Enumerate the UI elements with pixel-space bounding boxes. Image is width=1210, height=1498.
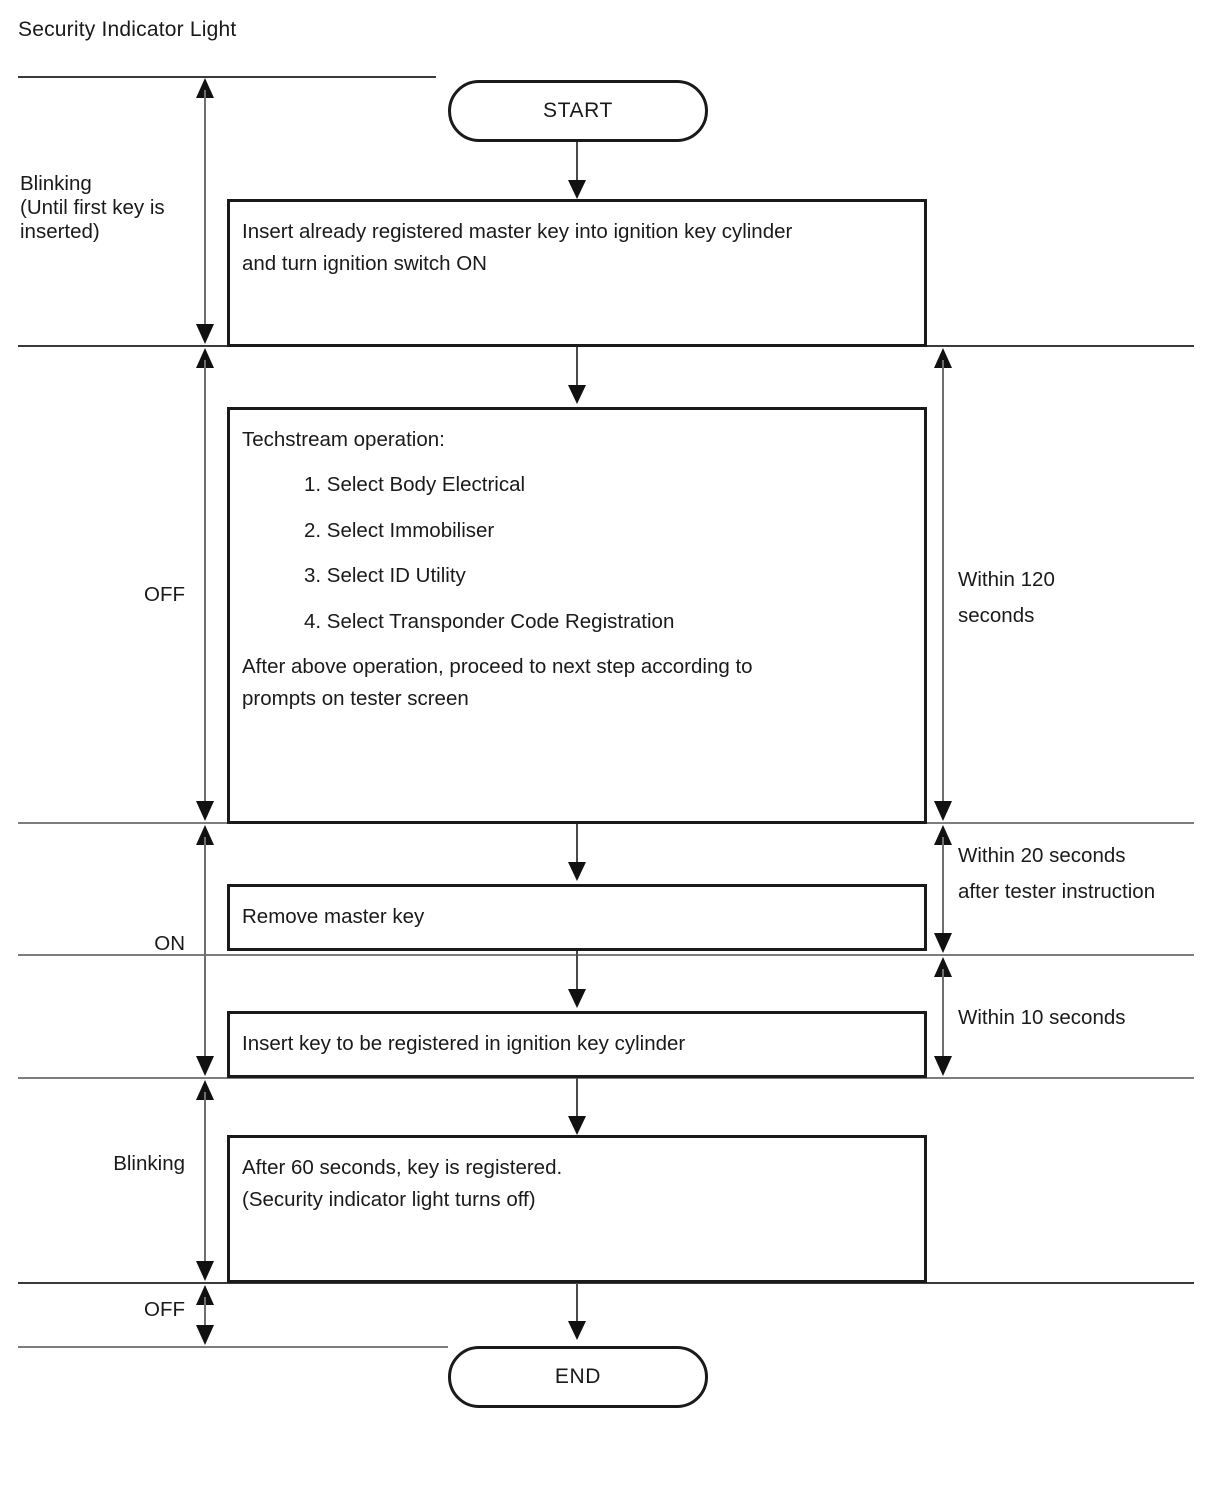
step-box-techstream-operation: Techstream operation: 1. Select Body Ele… [227,407,927,824]
connector-arrowhead-step3-to-step4 [568,989,586,1008]
spacer [242,593,910,606]
step-box-line2: (Security indicator light turns off) [242,1188,536,1212]
indicator-state-label-off-2: OFF [80,1298,185,1322]
connector-arrowhead-start-to-step1 [568,180,586,199]
step-box-line1: Remove master key [242,905,425,928]
timing-span-line-3 [942,969,944,1059]
connector-step5-to-end [576,1283,578,1325]
state-span-line-5 [204,1297,206,1329]
connector-step2-to-step3 [576,824,578,866]
indicator-state-label-blinking-2: Blinking [40,1152,185,1176]
page-title: Security Indicator Light [18,18,237,41]
connector-start-to-step1 [576,142,578,184]
state-span-line-4 [204,1092,206,1264]
timing-span-line-2 [942,837,944,936]
state-span-line-3 [204,837,206,1059]
state-divider-1 [18,76,436,78]
step-box-key-registered: After 60 seconds, key is registered. (Se… [227,1135,927,1283]
connector-step4-to-step5 [576,1078,578,1120]
indicator-state-label-line1: OFF [144,1298,185,1321]
timing-label-line1: Within 20 seconds [958,844,1126,867]
techstream-item-3: 3. Select ID Utility [304,564,466,588]
timing-span-arrow-up-3 [934,957,952,977]
timing-label-within-20-seconds: Within 20 seconds after tester instructi… [958,838,1155,910]
state-span-arrow-down-5 [196,1325,214,1345]
spacer [242,502,910,515]
connector-step1-to-step2 [576,347,578,389]
indicator-state-label-off-1: OFF [80,583,185,607]
step-box-line1: Insert key to be registered in ignition … [242,1032,686,1055]
connector-arrowhead-step2-to-step3 [568,862,586,881]
timing-label-line1: Within 10 seconds [958,1006,1126,1029]
state-divider-4 [18,954,1194,956]
state-span-arrow-up-1 [196,78,214,98]
indicator-state-label-line1: OFF [144,583,185,606]
timing-label-within-10-seconds: Within 10 seconds [958,1000,1126,1036]
timing-label-within-120-seconds: Within 120 seconds [958,562,1055,634]
state-divider-6 [18,1282,1194,1284]
timing-span-arrow-up-2 [934,825,952,845]
timing-span-line-1 [942,360,944,804]
end-node-label: END [554,1365,602,1388]
techstream-item-2: 2. Select Immobiliser [304,518,495,542]
indicator-state-label-line2: (Until first key is [20,196,165,219]
indicator-state-label-on: ON [80,932,185,956]
timing-label-line1: Within 120 [958,568,1055,591]
state-span-arrow-up-4 [196,1080,214,1100]
state-span-arrow-down-4 [196,1261,214,1281]
state-span-arrow-down-2 [196,801,214,821]
step-box-line2: and turn ignition switch ON [242,252,487,276]
state-span-line-2 [204,360,206,804]
spacer [242,547,910,560]
timing-span-arrow-down-2 [934,933,952,953]
step-box-line1: After 60 seconds, key is registered. [242,1156,563,1179]
indicator-state-label-line1: ON [154,932,185,955]
step-box-remove-master-key: Remove master key [227,884,927,951]
state-span-arrow-up-3 [196,825,214,845]
indicator-state-label-line1: Blinking [20,172,92,195]
techstream-footer-line1: After above operation, proceed to next s… [242,654,753,678]
techstream-item-4: 4. Select Transponder Code Registration [304,609,675,633]
state-divider-7 [18,1346,448,1348]
techstream-item-1: 1. Select Body Electrical [304,473,526,497]
spacer [242,456,910,469]
connector-arrowhead-step1-to-step2 [568,385,586,404]
step-box-line1: Insert already registered master key int… [242,220,793,243]
indicator-state-label-line1: Blinking [113,1152,185,1175]
timing-span-arrow-up-1 [934,348,952,368]
timing-label-line2: seconds [958,603,1035,627]
techstream-heading: Techstream operation: [242,428,445,451]
state-span-arrow-up-2 [196,348,214,368]
state-span-arrow-up-5 [196,1285,214,1305]
indicator-state-label-blinking-first: Blinking (Until first key is inserted) [20,172,190,244]
techstream-footer-line2: prompts on tester screen [242,687,469,711]
start-node: START [448,80,708,142]
state-divider-5 [18,1077,1194,1079]
connector-arrowhead-step5-to-end [568,1321,586,1340]
state-span-arrow-down-3 [196,1056,214,1076]
timing-label-line2: after tester instruction [958,879,1156,903]
timing-span-arrow-down-3 [934,1056,952,1076]
timing-span-arrow-down-1 [934,801,952,821]
spacer [242,638,910,651]
state-span-arrow-down-1 [196,324,214,344]
step-box-insert-key-to-register: Insert key to be registered in ignition … [227,1011,927,1078]
step-box-insert-master-key: Insert already registered master key int… [227,199,927,347]
end-node: END [448,1346,708,1408]
indicator-state-label-line3: inserted) [20,220,100,243]
connector-arrowhead-step4-to-step5 [568,1116,586,1135]
connector-step3-to-step4 [576,951,578,993]
state-span-line-1 [204,90,206,330]
start-node-label: START [543,99,613,122]
